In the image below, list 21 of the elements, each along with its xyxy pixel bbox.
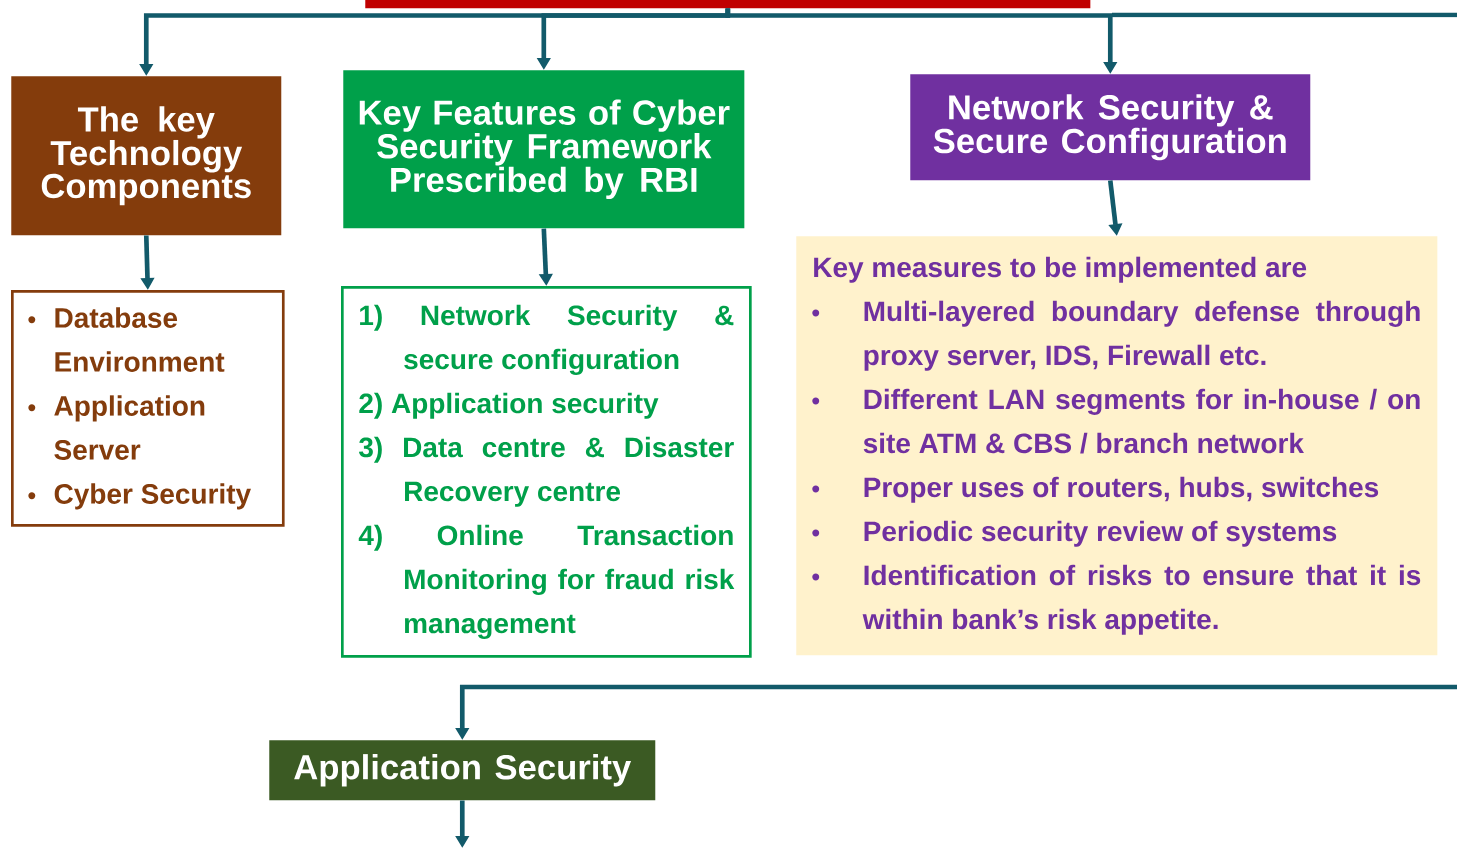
list-item: Different LAN segments for in-house / on site ATM & CBS / branch network [812,388,1420,454]
list-item: Proper uses of routers, hubs, switches [812,476,1379,503]
list-item: 3) Data centre & Disaster Recovery centre [359,436,734,507]
note-box [796,236,1438,656]
list-box [341,286,752,658]
list-item: Database Environment [28,307,225,372]
title-box [365,0,1091,9]
list-item: 4) Online Transaction Monitoring for fraud risk management [358,524,735,639]
heading-box: The key Technology Components [11,76,282,236]
list-item: Identification of risks to ensure that it is within bank’s risk appetite. [812,564,1421,635]
list-item: Multi-layered boundary defense through proxy server, IDS, Firewall etc. [812,300,1420,371]
list-heading: Key measures to be implemented are [814,256,1307,283]
list-box [11,290,285,527]
heading-box: Application Security [269,740,656,801]
list-item: 2) Application security [359,392,659,419]
heading-box: Network Security & Secure Configuration [910,74,1311,181]
list-item: Periodic security review of systems [812,520,1337,547]
list-item: 1) Network Security & secure configuration [360,304,734,375]
heading-box: Key Features of Cyber Security Framework Prescribed by RBI [343,70,745,229]
list-item: Application Server [28,395,205,460]
list-item: Cyber Security [28,483,251,510]
